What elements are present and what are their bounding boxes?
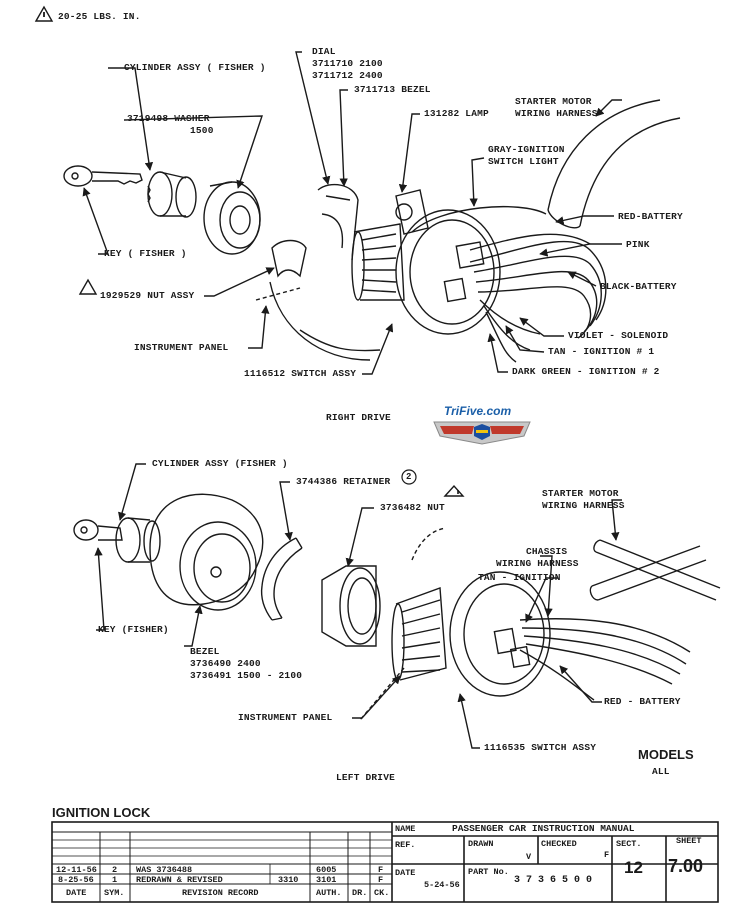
right-washer-label: 3719498 WASHER [127,113,210,124]
right-dial-1: 3711710 2100 [312,58,383,69]
drawn-value: V [526,852,532,862]
cylinder-left [115,517,161,563]
right-starter-label-2: WIRING HARNESS [515,108,598,119]
right-red-battery-label: RED-BATTERY [618,211,683,222]
rev-row-1-ck: F [378,865,384,875]
models-title: MODELS [638,747,694,762]
sect-value: 12 [624,858,643,877]
footer-auth: AUTH. [316,888,342,898]
bezel-left [149,493,264,611]
right-gray-label: GRAY-IGNITION [488,144,565,155]
rev-row-2-ck: F [378,875,384,885]
left-chassis-label-2: WIRING HARNESS [496,558,579,569]
title-block-heading: IGNITION LOCK [52,805,151,820]
rev-row-2-date: 8-25-56 [58,875,94,885]
left-retainer-ref: 2 [406,472,412,482]
checked-value: F [604,850,610,860]
right-key-label: KEY ( FISHER ) [104,248,187,259]
left-tan-label: TAN - IGNITION [478,572,561,583]
left-cylinder-label: CYLINDER ASSY (FISHER ) [152,458,288,469]
rev-row-2-auth: 3101 [316,875,337,885]
cylinder-right [147,171,197,218]
footer-ck: CK. [374,888,390,898]
footer-dr: DR. [352,888,368,898]
right-violet-label: VIOLET - SOLENOID [568,330,669,341]
left-red-battery-label: RED - BATTERY [604,696,681,707]
footer-sym: SYM. [104,888,125,898]
rev-row-1-date: 12-11-56 [56,865,97,875]
torque-note: 20-25 LBS. IN. [58,11,141,22]
left-chassis-label: CHASSIS [526,546,568,557]
sect-label: SECT. [616,839,642,849]
rev-row-1-sym: 2 [112,865,118,875]
rev-row-1-record: WAS 3736488 [136,865,193,875]
left-starter-label: STARTER MOTOR [542,488,619,499]
name-label: NAME [395,824,416,834]
right-bezel-label: 3711713 BEZEL [354,84,431,95]
right-starter-label: STARTER MOTOR [515,96,592,107]
left-bezel-label: BEZEL [190,646,220,657]
footer-record: REVISION RECORD [182,888,259,898]
part-value: 3 7 3 6 5 0 0 [514,875,593,886]
left-nut-label: 3736482 NUT [380,502,445,513]
sheet-label: SHEET [676,836,702,846]
retainer-left [260,537,303,621]
models-value: ALL [652,766,670,777]
left-key-label: KEY (FISHER) [98,624,169,635]
nut-warning-icon [443,484,465,497]
title-block-grid [51,821,719,903]
washer-right [203,181,261,255]
nut-right [271,239,307,278]
trifive-logo: TriFive.com [432,404,532,448]
right-dial-2: 3711712 2400 [312,70,383,81]
chevrolet-crest-icon [433,421,531,445]
right-cylinder-label: CYLINDER ASSY ( FISHER ) [124,62,266,73]
right-switch-label: 1116512 SWITCH ASSY [244,368,357,379]
right-washer-model: 1500 [190,125,214,136]
rev-row-2-num: 3310 [278,875,299,885]
left-starter-label-2: WIRING HARNESS [542,500,625,511]
drawn-label: DRAWN [468,839,494,849]
right-pink-label: PINK [626,239,650,250]
ref-label: REF. [395,840,416,850]
right-tan-label: TAN - IGNITION # 1 [548,346,655,357]
name-value: PASSENGER CAR INSTRUCTION MANUAL [452,823,635,834]
right-lamp-label: 131282 LAMP [424,108,489,119]
left-panel-label: INSTRUMENT PANEL [238,712,333,723]
right-dark-green-label: DARK GREEN - IGNITION # 2 [512,366,660,377]
switch-left [391,571,551,697]
left-switch-label: 1116535 SWITCH ASSY [484,742,597,753]
nut-left [321,565,381,647]
date-value: 5-24-56 [424,880,460,890]
right-drive-caption: RIGHT DRIVE [326,412,391,423]
left-bezel-2: 3736491 1500 - 2100 [190,670,303,681]
part-label: PART No. [468,867,509,877]
key-right [63,165,143,187]
lamp-right [395,189,429,235]
key-left [73,519,123,541]
right-gray-label-2: SWITCH LIGHT [488,156,559,167]
footer-date: DATE [66,888,87,898]
sheet-value: 7.00 [668,856,704,876]
nut-right-warning-icon [78,278,98,295]
rev-row-1-auth: 6005 [316,865,337,875]
harness-right [411,99,681,363]
switch-right [351,209,501,335]
harness-left [519,539,721,701]
right-panel-label: INSTRUMENT PANEL [134,342,229,353]
rev-row-2-record: REDRAWN & REVISED [136,875,223,885]
date-label: DATE [395,868,416,878]
trifive-logo-text: TriFive.com [444,404,512,418]
left-bezel-1: 3736490 2400 [190,658,261,669]
checked-label: CHECKED [541,839,577,849]
right-black-battery-label: BLACK-BATTERY [600,281,677,292]
left-retainer-label: 3744386 RETAINER [296,476,391,487]
torque-warning-icon [34,5,54,22]
left-drive-caption: LEFT DRIVE [336,772,396,783]
right-nut-label: 1929529 NUT ASSY [100,290,195,301]
rev-row-2-sym: 1 [112,875,118,885]
right-dial-label: DIAL [312,46,336,57]
